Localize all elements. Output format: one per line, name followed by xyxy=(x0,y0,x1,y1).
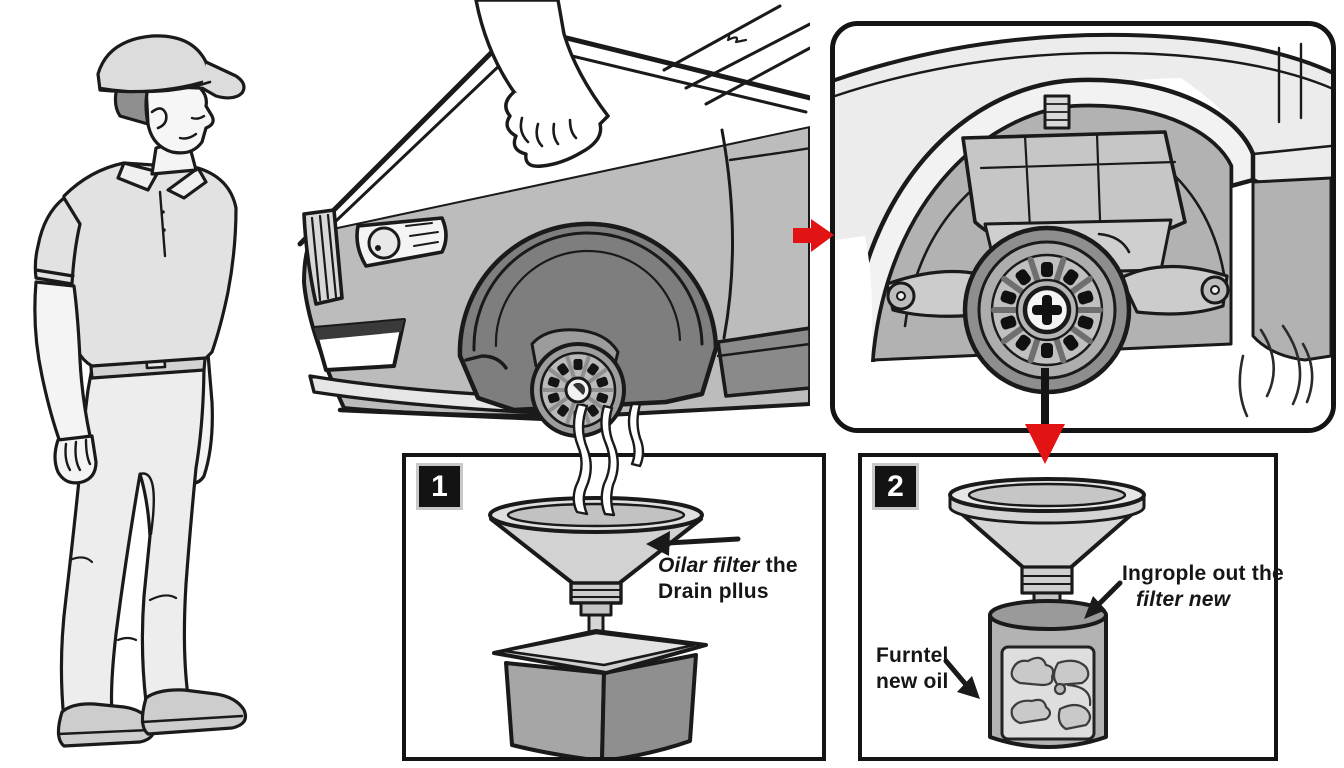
callout-text: Oilar filter xyxy=(658,554,760,577)
flow-arrow-down-icon xyxy=(1025,368,1065,464)
car-windshield-lines xyxy=(662,4,810,106)
wheel-hub-inset-panel xyxy=(830,21,1336,433)
drain-funnel xyxy=(488,496,704,651)
new-oil-container xyxy=(988,599,1108,749)
mechanic-pants xyxy=(59,358,206,722)
hand-lifting-hood xyxy=(474,0,610,168)
step-2-panel: 2 xyxy=(858,453,1284,761)
callout-text: filter new xyxy=(1136,588,1231,611)
car-door-seam xyxy=(720,128,810,340)
step-1-callout-arrow xyxy=(646,531,741,556)
mechanic-cap xyxy=(96,34,246,100)
mechanic-shoes xyxy=(56,688,248,748)
inset-brake-rotor xyxy=(962,225,1132,395)
callout-text: new oil xyxy=(876,670,949,693)
step-2-oil-callout: Furntel new oil xyxy=(876,643,949,695)
step-1-callout: Oilar filter the Drain pllus xyxy=(658,553,798,605)
drain-pan-drawing xyxy=(488,496,741,757)
mechanic-figure xyxy=(33,34,248,748)
inset-sketch-lines xyxy=(1238,324,1314,418)
inset-body-side xyxy=(1251,144,1331,362)
car-bumper-intake xyxy=(312,318,406,372)
step-1-number-badge: 1 xyxy=(419,466,460,507)
inset-fender-body xyxy=(835,36,1331,363)
car-rocker-panel xyxy=(716,326,810,398)
oil-catch-pan xyxy=(492,629,708,757)
step-2-filter-arrow xyxy=(1084,580,1123,619)
car-wheel-arch xyxy=(457,221,719,413)
callout-text: the xyxy=(759,554,798,577)
callout-text: Drain pllus xyxy=(658,580,769,603)
step-2-filter-callout: Ingrople out the filter new xyxy=(1122,561,1284,613)
fill-funnel xyxy=(948,477,1146,635)
new-oil-drawing xyxy=(943,477,1146,749)
step-2-number-badge: 2 xyxy=(875,466,916,507)
mechanic-face xyxy=(113,82,215,176)
oil-label-sketches xyxy=(1010,656,1092,731)
step-2-oil-arrow xyxy=(943,658,980,699)
car-headlight xyxy=(355,216,448,268)
inset-vent xyxy=(1043,94,1071,130)
callout-text: Ingrople out the xyxy=(1122,562,1284,585)
callout-text: Furntel xyxy=(876,644,949,667)
car-brake-rotor xyxy=(530,342,626,438)
hub-cross-mark xyxy=(1032,295,1062,325)
wheel-hub-closeup xyxy=(835,26,1331,428)
car-front-open-hood xyxy=(297,0,810,438)
car-grille xyxy=(302,208,344,306)
oil-stream-drawing xyxy=(572,404,645,517)
mechanic-near-arm xyxy=(33,280,98,485)
zoom-arrow-right-icon xyxy=(793,219,834,252)
